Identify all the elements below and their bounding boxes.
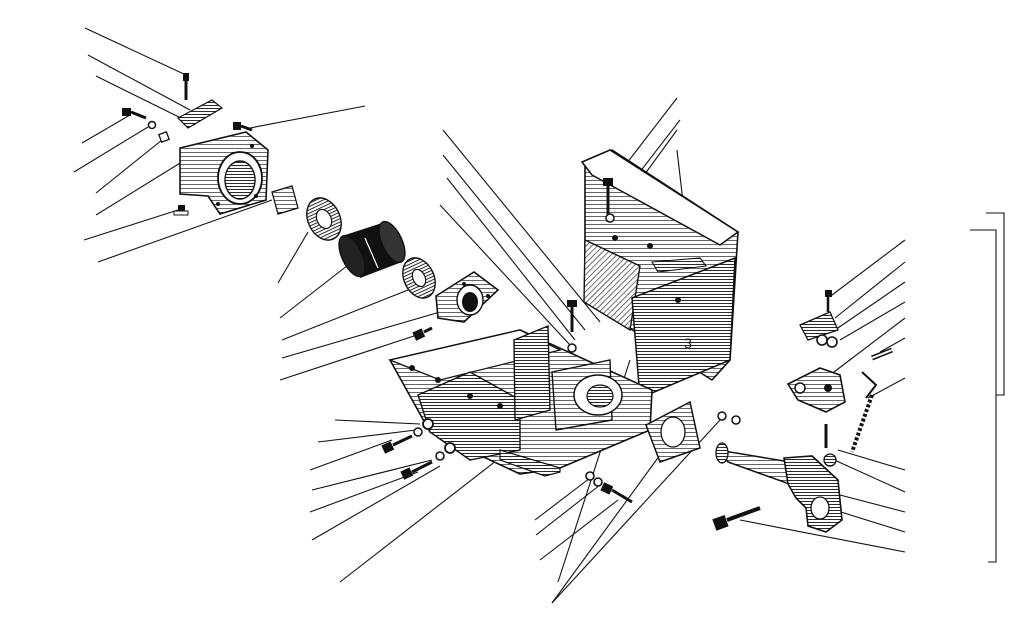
latch-block <box>799 311 839 348</box>
bolt-left <box>122 108 170 143</box>
safety-chain-pin <box>850 371 878 453</box>
bottom-left-fasteners <box>381 418 456 480</box>
bushing <box>271 185 299 215</box>
part-number-label: 3 <box>684 337 693 352</box>
hook-main-bolt <box>712 506 761 531</box>
hinge-bracket <box>786 367 846 413</box>
part-number-label-wrap: 3 <box>684 337 693 352</box>
roller-sleeve <box>338 220 406 278</box>
gasket-plate <box>645 400 701 463</box>
pin-small <box>871 347 893 361</box>
seal-ring-2 <box>402 257 436 299</box>
bottom-middle-fasteners <box>585 471 633 504</box>
bolt-top <box>183 73 189 100</box>
tow-hook <box>715 442 843 533</box>
group-brackets <box>970 212 1005 563</box>
cap-bolt <box>412 326 433 341</box>
grease-fitting <box>173 205 189 216</box>
bearing-cap-flange <box>435 271 500 323</box>
bearing-housing <box>179 131 269 215</box>
washers-right <box>717 411 741 425</box>
bolt-right-small <box>233 122 253 132</box>
lock-plate <box>177 99 224 129</box>
main-frame <box>387 149 740 477</box>
seal-ring-1 <box>306 197 342 241</box>
hook-pin-bolt <box>823 424 837 467</box>
